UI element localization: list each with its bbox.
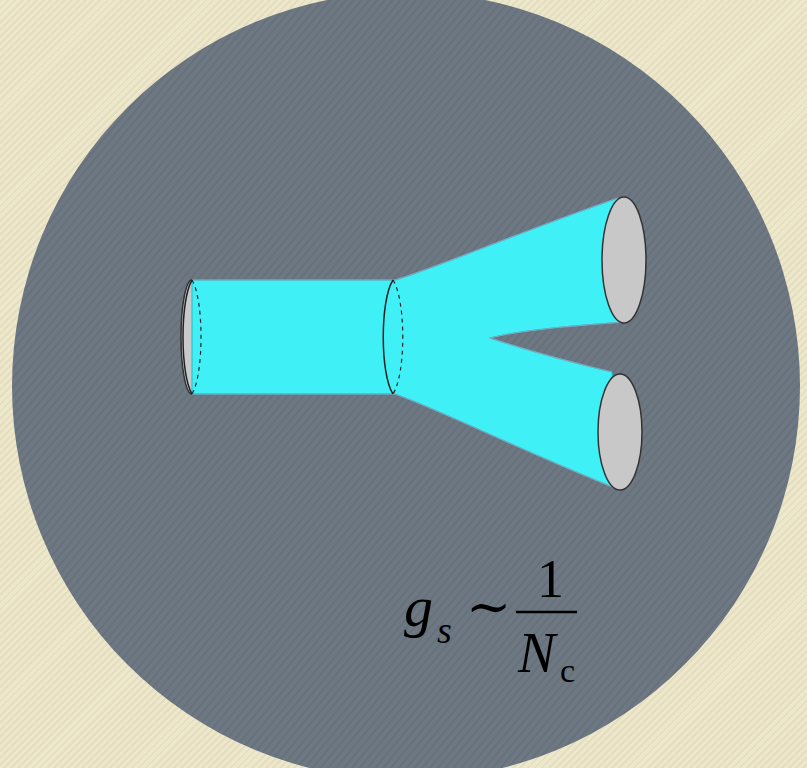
coupling-symbol: g: [404, 578, 433, 636]
background-disc: [12, 0, 800, 768]
fraction-bar: [516, 611, 577, 614]
string-end: [602, 197, 646, 323]
string-worldsheet: [192, 198, 626, 490]
numerator: 1: [537, 552, 564, 606]
subscript: c: [560, 654, 575, 688]
relation-symbol: ∼: [466, 580, 511, 634]
string-end: [598, 374, 642, 490]
subscript: s: [437, 611, 452, 649]
denominator-symbol: N: [518, 625, 555, 681]
